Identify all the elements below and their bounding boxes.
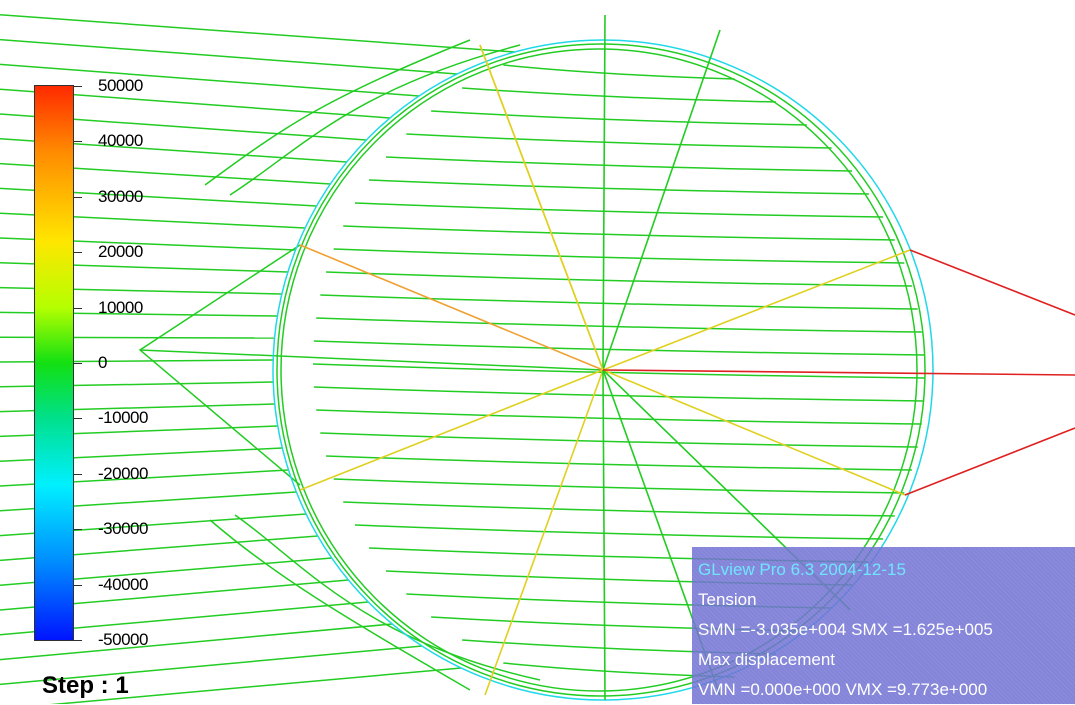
legend-tick-mark: [74, 141, 82, 143]
chord-line: [320, 294, 918, 310]
chord-line: [406, 133, 832, 149]
chord-line: [326, 455, 912, 471]
spoke-line: [602, 14, 606, 371]
chord-line: [316, 409, 922, 425]
spoke-line: [299, 369, 604, 491]
tentacle-curve: [229, 44, 521, 196]
spoke-line: [602, 29, 721, 371]
spoke-line: [602, 369, 906, 496]
legend-tick-label: 20000: [98, 242, 143, 262]
legend-tick-mark: [74, 307, 82, 309]
tentacle-curve: [209, 519, 471, 691]
color-legend-bar: [34, 85, 74, 641]
legend-tick-label: 50000: [98, 76, 143, 95]
mesh-line: [0, 14, 515, 53]
circular-frame: [272, 39, 934, 701]
legend-tick-mark: [74, 196, 82, 198]
legend-tick-mark: [74, 363, 82, 364]
mesh-line: [49, 667, 462, 704]
tentacle-curve: [234, 514, 541, 681]
legend-tick-label: 0: [98, 353, 107, 372]
legend-tick-label: 30000: [98, 186, 143, 206]
info-vector-title: Max displacement: [698, 650, 836, 669]
spoke-line: [479, 44, 604, 371]
chord-line: [313, 386, 925, 402]
spoke-line: [602, 249, 911, 371]
legend-tick-mark: [74, 418, 82, 420]
inner-ring-2: [280, 48, 918, 692]
legend-tick-label: -10000: [98, 408, 148, 428]
chord-line: [385, 156, 853, 172]
legend-tick-label: -20000: [98, 463, 148, 483]
info-scalar-range: SMN =-3.035e+004 SMX =1.625e+005: [698, 620, 993, 639]
chord-line: [354, 202, 884, 218]
chord-line: [326, 271, 912, 287]
lower-cable: [904, 427, 1075, 496]
legend-tick-label: -50000: [98, 630, 148, 649]
legend-tick-label: 10000: [98, 297, 143, 317]
tentacle-curve: [204, 39, 471, 186]
legend-tick-mark: [74, 584, 82, 586]
center-cable: [602, 369, 1075, 376]
info-vector-range: VMN =0.000e+000 VMX =9.773e+000: [698, 680, 988, 699]
spoke-line: [299, 244, 604, 371]
chord-line: [503, 64, 735, 80]
info-app-title: GLview Pro 6.3 2004-12-15: [698, 560, 906, 579]
inner-ring: [276, 43, 926, 697]
chord-line: [343, 501, 895, 517]
chord-line: [369, 179, 869, 195]
mesh-line: [0, 645, 423, 686]
red-cables: [602, 249, 1075, 496]
chord-line: [431, 110, 807, 126]
chord-line: [316, 317, 922, 333]
mesh-line: [0, 38, 458, 75]
chord-line: [343, 225, 895, 241]
legend-tick-label: -30000: [98, 519, 148, 539]
legend-tick-label: -40000: [98, 574, 148, 594]
step-label: Step : 1: [42, 672, 129, 699]
legend-tick-mark: [74, 473, 82, 475]
chord-line: [333, 248, 905, 264]
legend-tick-mark: [74, 252, 82, 254]
chord-line: [333, 478, 905, 494]
chord-line: [354, 524, 884, 540]
legend-tick-mark: [74, 640, 82, 641]
info-result-name: Tension: [698, 590, 757, 609]
legend-tick-mark: [74, 86, 82, 87]
legend-tick-label: 40000: [98, 131, 143, 151]
legend-tick-mark: [74, 529, 82, 531]
chord-line: [462, 87, 776, 103]
axis-line: [139, 349, 604, 371]
mesh-line: [0, 623, 393, 661]
mesh-line: [0, 63, 420, 97]
spoke-line: [602, 369, 606, 701]
chord-line: [320, 432, 918, 448]
outer-ring: [272, 39, 934, 701]
info-panel: GLview Pro 6.3 2004-12-15 Tension SMN =-…: [692, 547, 1075, 704]
upper-cable: [909, 249, 1075, 316]
chord-line: [313, 340, 925, 356]
spoke-line: [484, 369, 604, 696]
